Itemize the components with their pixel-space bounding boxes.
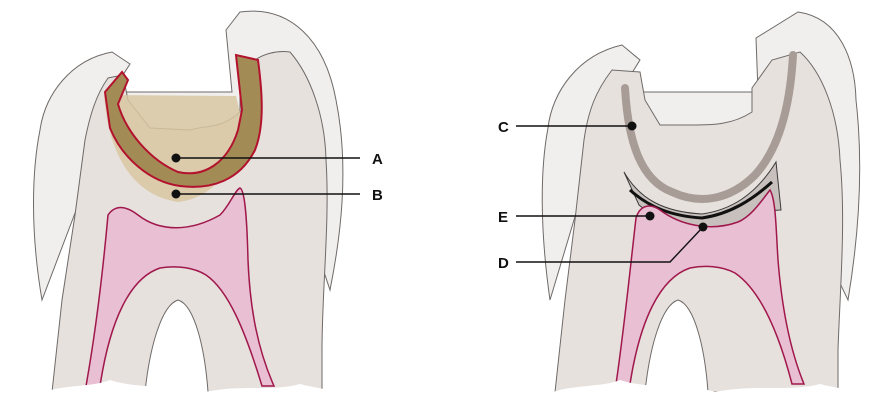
label-e: E	[498, 209, 508, 226]
left-tooth: A B	[34, 11, 384, 394]
right-tooth: C E D	[498, 12, 860, 394]
label-d: D	[498, 255, 509, 272]
label-b: B	[372, 187, 383, 204]
label-c: C	[498, 119, 509, 136]
label-a: A	[372, 151, 383, 168]
